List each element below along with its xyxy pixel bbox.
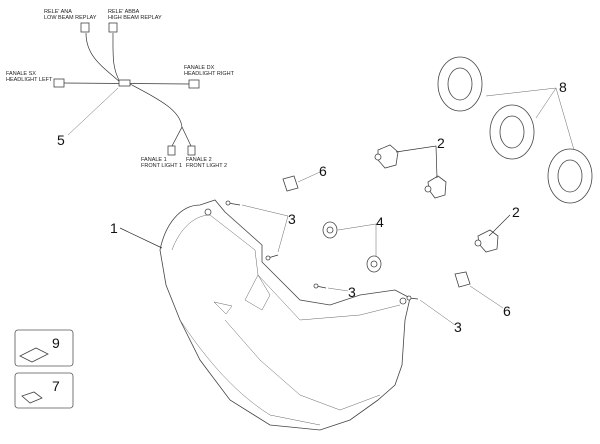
clip — [282, 171, 504, 309]
low-beam-relay-label-it: RELE' ANA — [44, 9, 72, 15]
callout-6a: 6 — [319, 163, 327, 179]
callout-3b: 3 — [348, 284, 356, 300]
callout-3c: 3 — [454, 319, 462, 335]
front-light-2-label-it: FANALE 2 — [186, 157, 212, 163]
bulb — [374, 144, 511, 253]
wiring-harness — [53, 22, 200, 156]
headlight-right-label-en: HEADLIGHT RIGHT — [184, 71, 235, 77]
headlight-left-label-en: HEADLIGHT LEFT — [6, 77, 53, 83]
screw — [225, 200, 456, 326]
headlight-left-label-it: FANALE SX — [6, 71, 36, 77]
kit-7-box — [14, 372, 74, 409]
callout-3a: 3 — [288, 211, 296, 227]
callout-2a: 2 — [437, 135, 445, 151]
kit-9-box — [14, 329, 74, 367]
front-light-2-label-en: FRONT LIGHT 2 — [186, 163, 227, 169]
callout-8: 8 — [559, 79, 567, 95]
headlight-cover — [437, 56, 593, 204]
front-light-1-label-it: FANALE 1 — [141, 157, 167, 163]
high-beam-relay-label-it: RELE' ABBA — [108, 9, 140, 15]
low-beam-relay-label-en: LOW BEAM REPLAY — [44, 15, 97, 21]
callout-7: 7 — [52, 378, 60, 394]
grommet — [322, 221, 382, 273]
headlight-assembly — [119, 199, 411, 431]
callout-6b: 6 — [503, 303, 511, 319]
callout-4: 4 — [376, 214, 384, 230]
headlight-right-label-it: FANALE DX — [184, 65, 215, 71]
kit-9-part — [19, 347, 49, 363]
front-light-1-label-en: FRONT LIGHT 1 — [141, 163, 182, 169]
high-beam-relay-label-en: HIGH BEAM REPLAY — [108, 15, 162, 21]
kit-7-clip — [21, 391, 43, 404]
callout-9: 9 — [52, 335, 60, 351]
callout-2b: 2 — [512, 204, 520, 220]
callout-1: 1 — [110, 220, 118, 236]
callout-5: 5 — [57, 132, 65, 148]
